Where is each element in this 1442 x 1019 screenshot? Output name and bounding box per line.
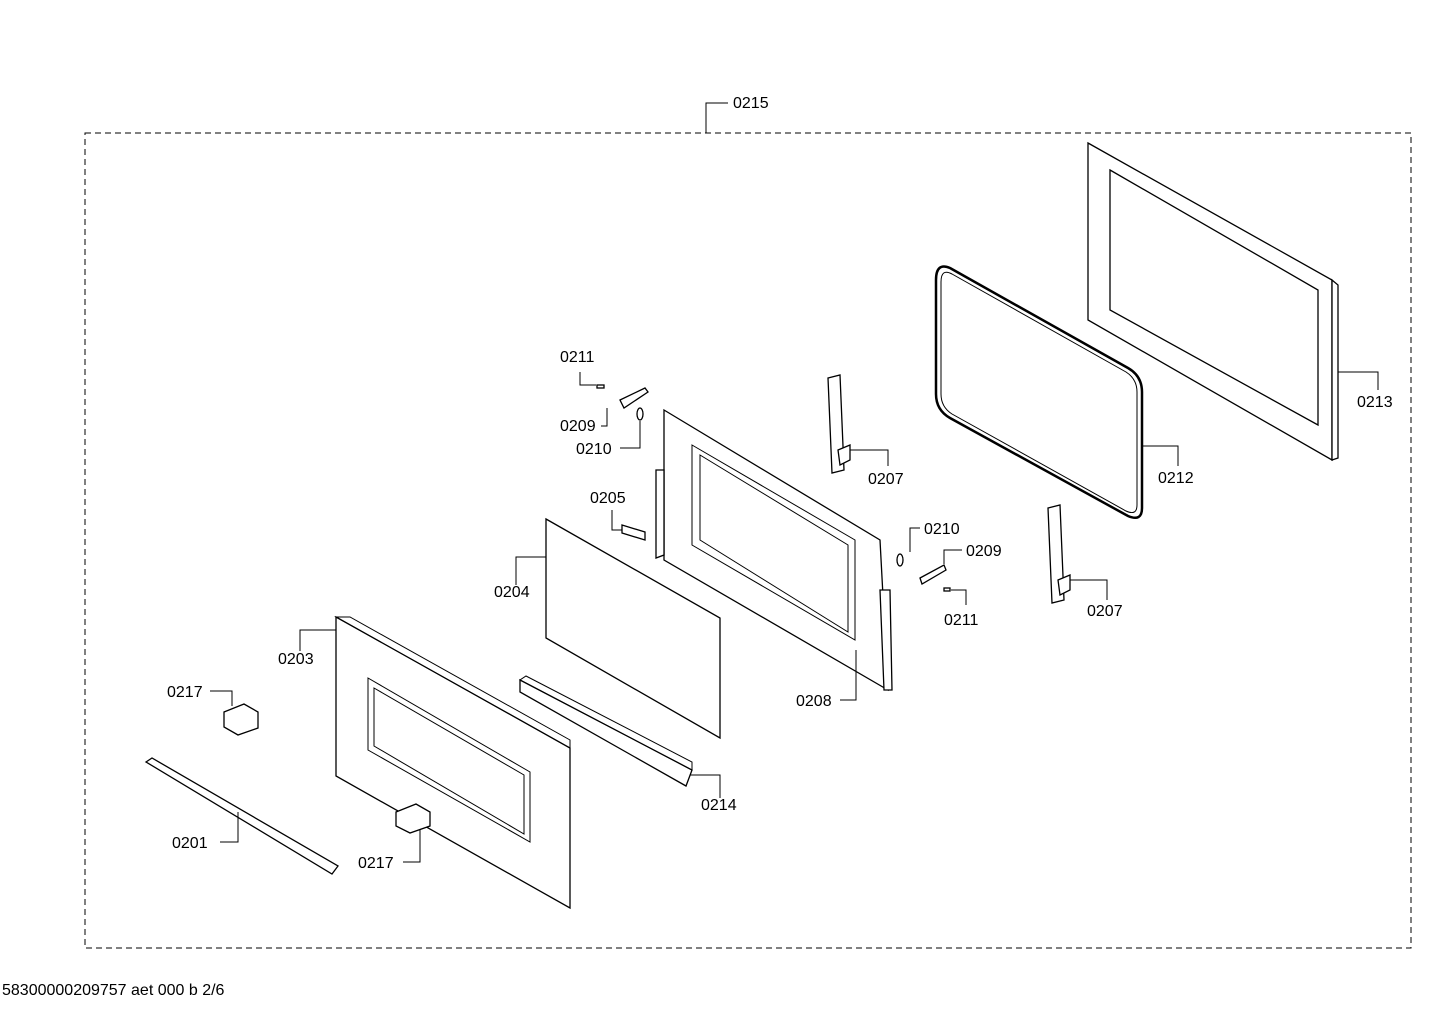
label-0207-top: 0207 — [868, 471, 904, 488]
part-hinge-lever-right — [919, 564, 947, 585]
part-hinge-lever-left — [619, 387, 649, 409]
assembly-boundary — [84, 132, 1412, 949]
drawing-reference: 58300000209757 aet 000 b 2/6 — [2, 982, 225, 999]
part-clip — [621, 524, 646, 541]
part-hinge-bottom — [1047, 504, 1071, 604]
label-0209-right: 0209 — [966, 543, 1002, 560]
part-inner-glass — [545, 517, 721, 740]
label-0212: 0212 — [1158, 470, 1194, 487]
label-0211-right: 0211 — [944, 612, 979, 629]
part-outer-panel — [334, 615, 571, 910]
label-0203: 0203 — [278, 651, 314, 668]
part-gasket — [934, 265, 1144, 519]
part-bottom-profile — [519, 675, 693, 787]
label-0205: 0205 — [590, 490, 626, 507]
label-0213: 0213 — [1357, 394, 1393, 411]
part-door-frame — [655, 408, 893, 692]
label-0215: 0215 — [733, 95, 769, 112]
part-spring-right — [896, 553, 904, 567]
part-bracket-top — [223, 703, 259, 736]
label-0209-left: 0209 — [560, 418, 596, 435]
part-screw-left — [596, 384, 605, 389]
part-handle-strip — [144, 757, 339, 875]
label-0214: 0214 — [701, 797, 737, 814]
label-0204: 0204 — [494, 584, 530, 601]
label-0217-top: 0217 — [167, 684, 203, 701]
label-0208: 0208 — [796, 693, 832, 710]
label-0207-bottom: 0207 — [1087, 603, 1123, 620]
part-hinge-top — [827, 374, 851, 474]
part-rear-frame — [1087, 141, 1339, 462]
label-0211-left: 0211 — [560, 349, 595, 366]
part-screw-right — [943, 587, 951, 592]
label-0217-bottom: 0217 — [358, 855, 394, 872]
part-spring-left — [636, 407, 644, 421]
label-0201: 0201 — [172, 835, 208, 852]
label-0210-right: 0210 — [924, 521, 960, 538]
label-0210-left: 0210 — [576, 441, 612, 458]
part-bracket-bottom — [395, 803, 431, 834]
leader-lines — [210, 102, 1379, 863]
